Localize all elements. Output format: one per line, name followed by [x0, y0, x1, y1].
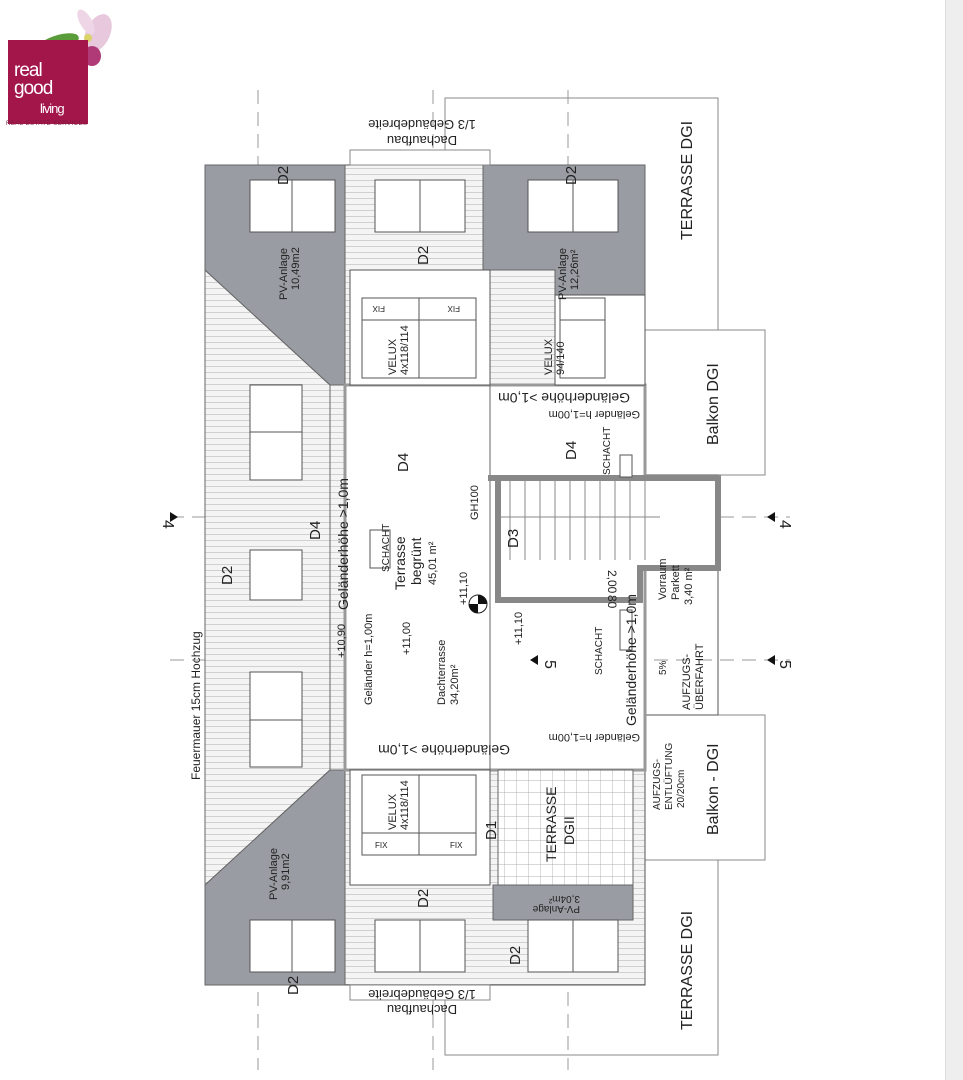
roof-windows — [249, 179, 633, 973]
label-terrasse-dgii: TERRASSE — [543, 787, 559, 862]
label-vorraum: Vorraum — [657, 558, 669, 600]
axis-label-4: 4 — [776, 520, 793, 529]
label-fix: FIX — [450, 841, 463, 850]
label-d2: D2 — [219, 566, 236, 585]
label-aufzug-entlueftung: 20/20cm — [676, 770, 687, 808]
label-level: +11,10 — [458, 572, 470, 605]
label-fix: FIX — [447, 304, 460, 313]
dachaufbau-box — [349, 984, 491, 1001]
logo-text: living — [40, 101, 65, 116]
terrace-dgii-floor — [497, 769, 634, 886]
label-level: +10,90 — [336, 624, 348, 658]
label-velux: VELUX — [387, 793, 399, 830]
label-pv-area: 9,91m2 — [280, 853, 292, 890]
label-dachterrasse: Dachterrasse — [436, 640, 448, 705]
label-begruent: begrünt — [408, 537, 424, 585]
label-fix: FIX — [372, 304, 385, 313]
label-dimension: 80 — [605, 595, 619, 609]
label-d4: D4 — [563, 441, 580, 460]
label-gelaenderhoehe: Geländerhöhe >1,0m — [335, 478, 351, 610]
label-gelaenderhoehe: Geländerhöhe >1,0m — [623, 594, 639, 726]
label-pv: PV-Anlage — [278, 248, 290, 300]
axis-label-5: 5 — [541, 660, 558, 669]
label-schacht: SCHACHT — [602, 427, 613, 475]
label-velux: VELUX — [543, 338, 555, 375]
company-logo: real good living REAL ESTATE SERVICES — [6, 8, 116, 133]
label-area: 45,01 m² — [427, 541, 439, 585]
label-level: +11,10 — [513, 612, 525, 645]
label-gebaeudebreite: 1/3 Gebäudebreite — [368, 117, 476, 132]
label-dachaufbau: Dachaufbau — [387, 1002, 457, 1017]
label-feuermauer: Feuermauer 15cm Hochzug — [189, 631, 203, 780]
label-velux-size: 4x118/114 — [399, 780, 411, 830]
label-terrasse-dgii: DGII — [561, 816, 577, 845]
label-d2: D2 — [415, 246, 432, 265]
staircase — [488, 475, 721, 603]
label-terrasse-dgi: TERRASSE DGI — [679, 121, 696, 240]
label-dachaufbau: Dachaufbau — [387, 133, 457, 148]
label-gelaenderhoehe: Geländerhöhe >1,0m — [498, 390, 630, 406]
level-marker-fill — [469, 595, 487, 613]
label-pv: PV-Anlage — [557, 248, 569, 300]
label-pv: PV-Anlage — [532, 903, 580, 914]
label-aufzug: ÜBERFAHRT — [694, 643, 706, 710]
label-gelaender-h: Geländer h=1,00m — [549, 408, 640, 420]
label-pv-area: 3,04m² — [548, 893, 580, 904]
label-gelaenderhoehe: Geländerhöhe >1,0m — [378, 742, 510, 758]
label-d1: D1 — [483, 821, 500, 840]
axis-label-4: 4 — [159, 520, 176, 529]
label-balkon-dgi: Balkon - DGI — [705, 743, 722, 835]
label-aufzug-entlueftung: ENTLÜFTUNG — [663, 743, 675, 810]
label-level: +11,00 — [401, 622, 413, 655]
label-d2: D2 — [563, 166, 580, 185]
label-terrasse: Terrasse — [392, 536, 408, 590]
scrollbar-track[interactable] — [945, 0, 963, 1080]
label-pv: PV-Anlage — [268, 848, 280, 900]
label-d4: D4 — [307, 521, 324, 540]
label-gelaender-h: Geländer h=1,00m — [549, 731, 640, 743]
label-schacht: SCHACHT — [594, 627, 605, 675]
axis-label-5: 5 — [776, 660, 793, 669]
label-schacht: SCHACHT — [381, 524, 392, 572]
label-velux-size: 94/140 — [555, 341, 567, 375]
label-area: 3,40 m² — [683, 567, 695, 605]
dachaufbau-box — [349, 149, 491, 166]
label-parkett: Parkett — [670, 565, 682, 600]
label-aufzug-entlueftung: AUFZUGS- — [652, 759, 663, 810]
logo-text: real — [14, 60, 43, 81]
label-area: 34,20m² — [449, 664, 461, 705]
label-d2: D2 — [285, 976, 302, 995]
label-fix: FIX — [375, 841, 388, 850]
label-d4: D4 — [395, 453, 412, 472]
label-slope: 5% — [658, 660, 669, 675]
label-terrasse-dgi: TERRASSE DGI — [679, 911, 696, 1030]
logo-tagline: REAL ESTATE SERVICES — [6, 121, 88, 127]
label-aufzug: AUFZUGS- — [681, 653, 693, 710]
label-velux: VELUX — [387, 338, 399, 375]
label-dimension: 2,00 — [605, 570, 619, 594]
label-pv-area: 12,26m² — [569, 249, 581, 290]
logo-text: good — [14, 78, 53, 99]
label-velux-size: 4x118/114 — [399, 325, 411, 375]
label-d2: D2 — [275, 166, 292, 185]
label-d3: D3 — [505, 529, 522, 548]
label-gh100: GH100 — [469, 485, 481, 520]
label-balkon-dgi: Balkon DGI — [705, 363, 722, 445]
section-markers — [170, 512, 775, 665]
label-d2: D2 — [415, 889, 432, 908]
label-gebaeudebreite: 1/3 Gebäudebreite — [368, 987, 476, 1002]
label-gelaender-h: Geländer h=1,00m — [363, 614, 375, 705]
logo-box: real good living — [8, 40, 88, 124]
label-d2: D2 — [507, 946, 524, 965]
label-pv-area: 10,49m2 — [290, 247, 302, 290]
